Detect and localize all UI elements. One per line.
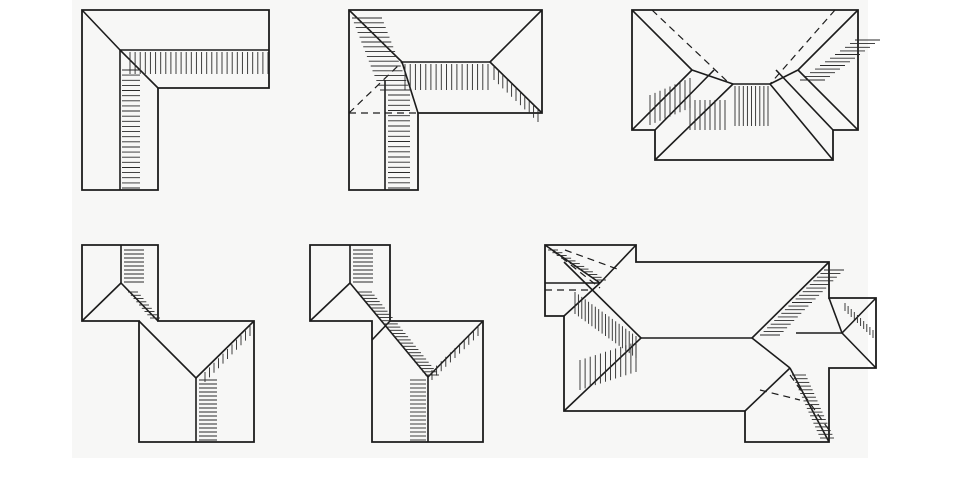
hip-line: [769, 83, 834, 161]
roof-outline: [544, 244, 877, 443]
hip-line: [797, 69, 859, 131]
roof-outline: [81, 244, 255, 443]
valley-line: [751, 337, 791, 369]
panel-hip-roof-with-projection: [631, 9, 880, 161]
hidden-line: [789, 374, 830, 431]
hip-line: [775, 69, 834, 131]
roof-outline: [81, 9, 270, 191]
hip-line: [841, 297, 877, 334]
hip-line: [563, 337, 642, 412]
hip-line: [751, 261, 830, 339]
hip-line: [631, 69, 693, 131]
hip-line: [138, 320, 197, 379]
hip-line: [841, 332, 877, 369]
hip-line: [654, 83, 734, 161]
hip-line: [631, 9, 693, 71]
hidden-line: [769, 9, 836, 85]
hip-line: [81, 9, 121, 51]
panel-l-shaped-hip-roof-with-hidden-lines: [348, 9, 543, 191]
valley-line: [769, 69, 799, 85]
hip-line: [654, 69, 715, 131]
hidden-line: [564, 249, 621, 271]
hip-line: [348, 9, 403, 63]
hip-line: [828, 297, 843, 334]
hatching: [124, 249, 251, 441]
hatching: [548, 249, 874, 439]
hip-line: [599, 244, 637, 284]
hatching: [122, 52, 269, 189]
valley-line: [119, 49, 159, 89]
hip-line: [81, 282, 122, 322]
hip-line: [195, 320, 255, 379]
hatching: [353, 249, 479, 441]
panel-offset-hip-roof-with-valley: [309, 244, 484, 443]
hidden-line: [551, 249, 601, 289]
hip-line: [744, 367, 791, 412]
hidden-line: [759, 389, 801, 401]
hip-line: [309, 282, 351, 322]
hatching: [352, 17, 539, 189]
panel-offset-hip-roof: [81, 244, 255, 443]
panel-l-shaped-hip-roof: [81, 9, 270, 191]
hip-line: [427, 320, 484, 378]
hip-line: [489, 9, 543, 63]
valley-line: [691, 69, 734, 85]
hip-line: [797, 9, 859, 71]
hidden-line: [651, 9, 731, 85]
hatching: [649, 39, 880, 130]
roof-outline: [309, 244, 484, 443]
roof-outline: [631, 9, 859, 161]
panel-complex-hip-roof: [544, 244, 877, 443]
hip-line: [563, 261, 642, 339]
